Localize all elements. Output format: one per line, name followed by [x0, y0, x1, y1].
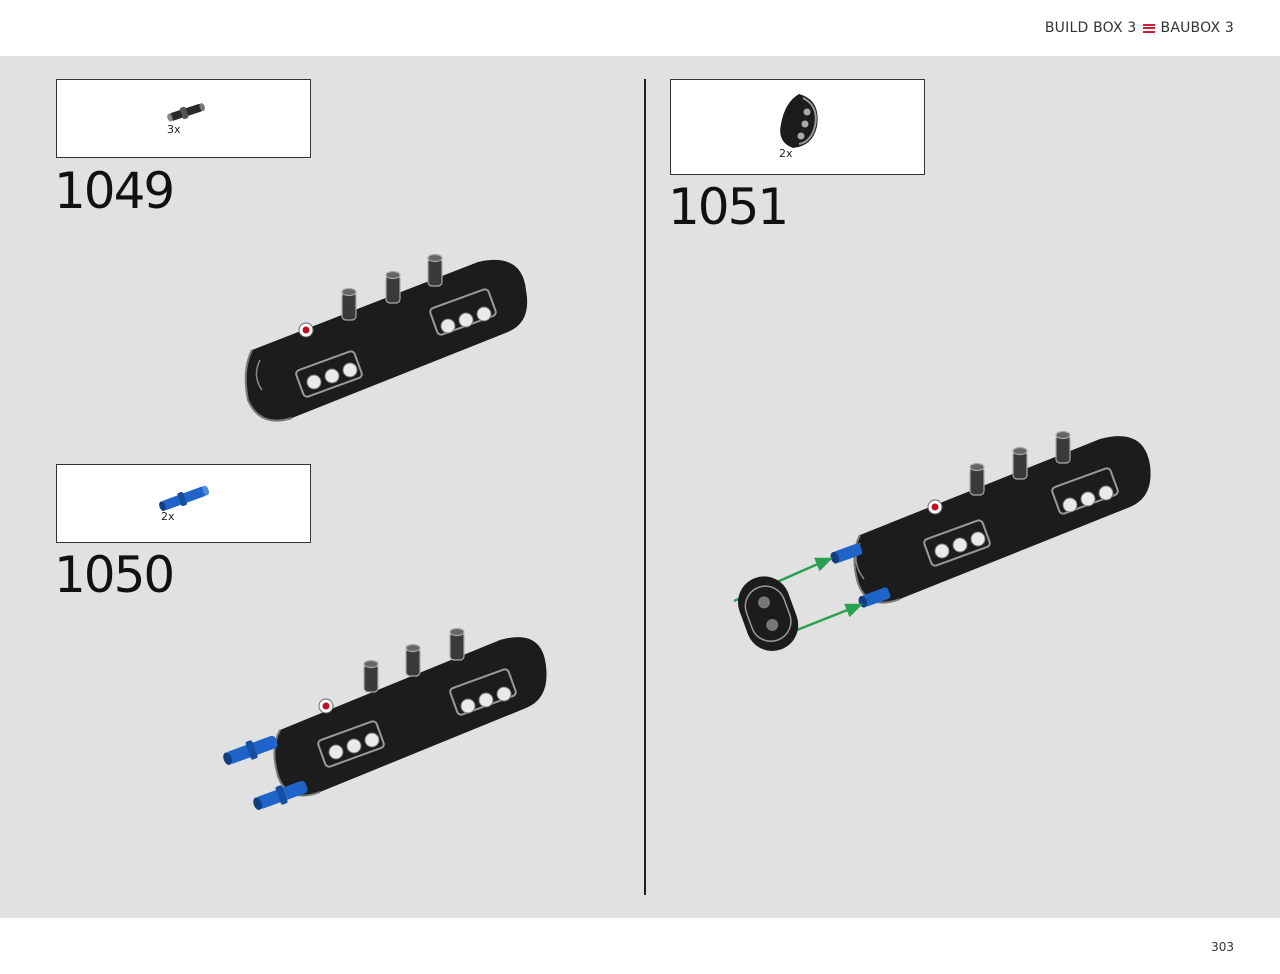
step-number-1049: 1049	[54, 162, 175, 220]
blue-axle-pin-icon	[159, 485, 209, 512]
part-quantity: 2x	[779, 147, 793, 160]
part-quantity: 2x	[161, 510, 175, 523]
step-number-1051: 1051	[668, 178, 789, 236]
model-step-1049	[244, 253, 528, 422]
model-step-1051	[733, 430, 1151, 651]
parts-callout-1051: 2x	[670, 79, 925, 175]
build-box-en: BUILD BOX 3	[1044, 20, 1137, 36]
model-step-1050	[223, 627, 547, 810]
page-header: BUILD BOX 3 BAUBOX 3	[0, 0, 1280, 56]
build-box-label: BUILD BOX 3 BAUBOX 3	[1045, 20, 1234, 36]
page-footer	[0, 918, 1280, 974]
equals-icon	[1142, 23, 1155, 33]
black-pin-icon	[167, 103, 205, 122]
step-number-1050: 1050	[54, 546, 175, 604]
column-divider	[644, 79, 646, 895]
curved-panel-icon	[780, 94, 818, 148]
parts-callout-1049: 3x	[56, 79, 311, 158]
page-number: 303	[1211, 940, 1234, 954]
parts-callout-1050: 2x	[56, 464, 311, 543]
build-box-de: BAUBOX 3	[1160, 20, 1234, 36]
part-quantity: 3x	[167, 123, 181, 136]
